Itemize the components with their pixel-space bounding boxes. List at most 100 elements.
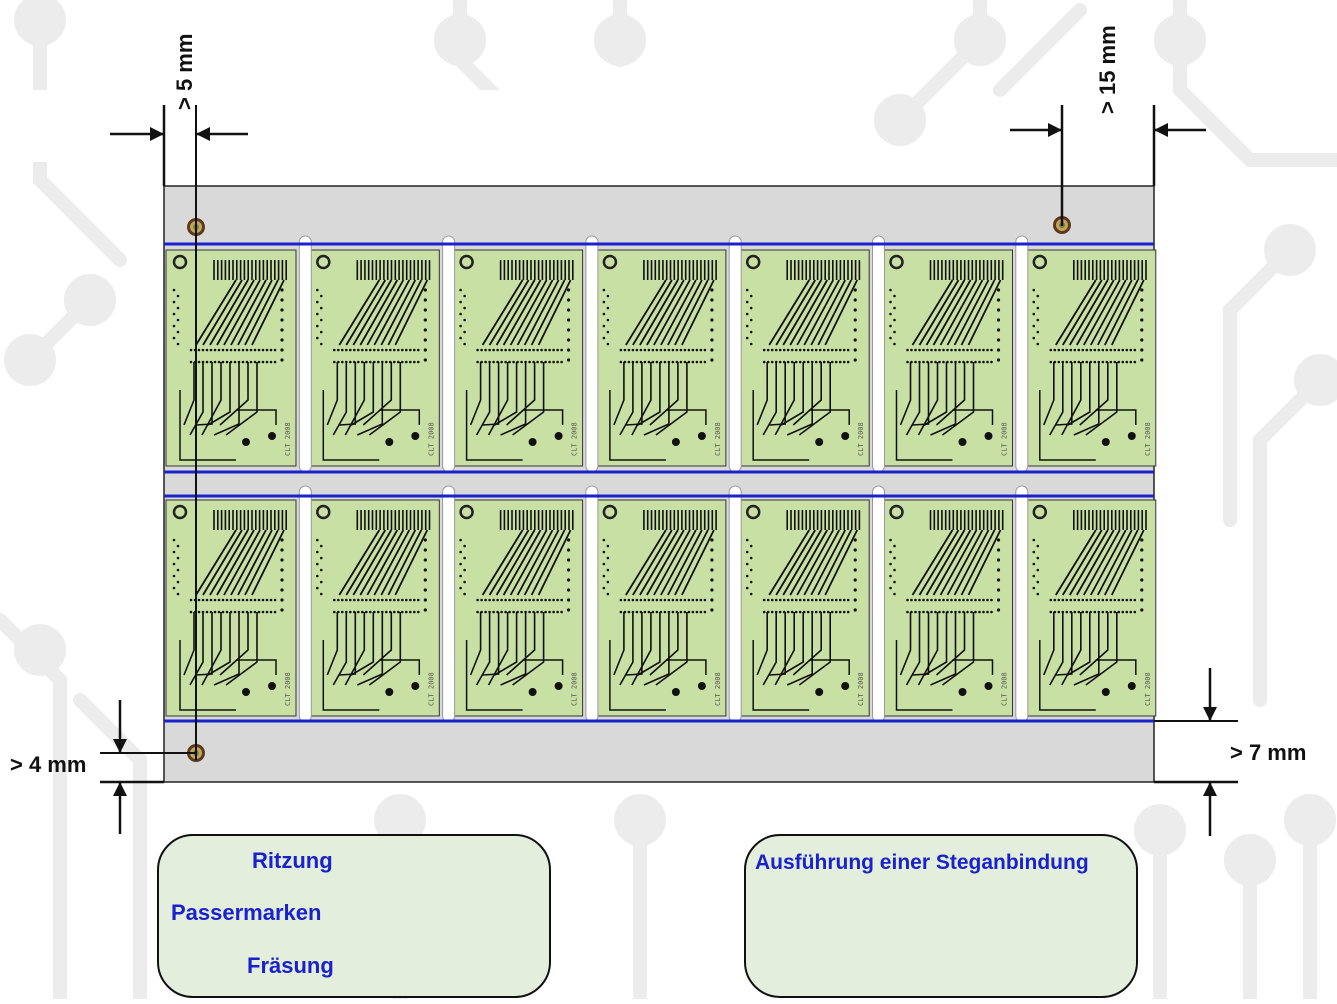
trace	[681, 279, 715, 346]
trace	[179, 640, 236, 711]
pin	[316, 300, 319, 304]
trace	[809, 409, 850, 425]
pin	[643, 348, 647, 352]
pcb-board: CLT 2008	[1025, 249, 1157, 467]
pin	[1032, 550, 1036, 554]
pin	[320, 342, 323, 346]
pin	[766, 348, 770, 352]
pin	[1125, 598, 1129, 602]
trace	[225, 362, 258, 436]
pin	[528, 348, 531, 352]
via	[268, 682, 276, 690]
trace	[809, 659, 850, 675]
pin	[341, 360, 344, 364]
trace	[494, 612, 518, 676]
pin	[1109, 598, 1113, 602]
via	[815, 688, 824, 696]
trace	[768, 279, 810, 346]
pin	[1073, 348, 1077, 352]
trace	[344, 612, 366, 686]
pin	[536, 360, 539, 364]
pin	[889, 562, 892, 566]
trace	[792, 612, 823, 676]
pin	[316, 336, 319, 340]
trace	[762, 362, 778, 436]
trace	[905, 612, 921, 686]
pin	[703, 348, 707, 352]
via	[242, 688, 250, 696]
pin	[1133, 598, 1137, 602]
legend-label-milling: Fräsung	[247, 953, 334, 978]
pin	[974, 598, 977, 602]
pin	[213, 348, 217, 352]
pin	[249, 598, 253, 602]
pin	[778, 598, 782, 602]
pcb-board: CLT 2008	[308, 249, 440, 467]
pin	[889, 312, 892, 316]
pin	[786, 610, 790, 614]
trace	[660, 279, 697, 346]
pin	[176, 294, 180, 298]
trace	[1079, 612, 1109, 676]
pin	[1081, 348, 1085, 352]
board-marking: CLT 2008	[284, 672, 292, 706]
pin	[986, 610, 989, 614]
pin	[345, 348, 348, 352]
pin	[710, 598, 714, 602]
trace	[1085, 362, 1118, 436]
arrowhead	[113, 739, 127, 753]
trace	[967, 529, 1002, 596]
pin	[996, 558, 1001, 562]
pin	[906, 360, 909, 364]
trace	[237, 529, 273, 596]
pin	[205, 598, 209, 602]
pin	[241, 610, 245, 614]
pin	[893, 580, 896, 584]
pin	[417, 610, 420, 614]
pin	[794, 360, 798, 364]
pin	[245, 348, 249, 352]
pin	[567, 548, 571, 552]
pin	[842, 348, 846, 352]
trace	[506, 362, 536, 426]
trace	[774, 362, 796, 436]
pin	[853, 358, 857, 362]
pin	[1129, 360, 1133, 364]
pin	[647, 348, 651, 352]
pin	[745, 336, 749, 340]
pin	[893, 342, 896, 346]
pin	[1073, 360, 1077, 364]
board-outline	[738, 249, 870, 467]
trace	[475, 362, 491, 436]
pin	[655, 360, 659, 364]
trace	[475, 612, 491, 686]
pin	[930, 348, 933, 352]
trace	[209, 279, 249, 346]
trace	[924, 362, 948, 426]
pin	[540, 360, 543, 364]
pin	[316, 538, 319, 542]
pin	[405, 598, 408, 602]
trace	[939, 529, 978, 596]
pin	[842, 360, 846, 364]
pin	[253, 348, 257, 352]
pin	[938, 348, 941, 352]
pin	[316, 562, 319, 566]
pin	[651, 598, 655, 602]
pin	[950, 610, 953, 614]
board-marking: CLT 2008	[427, 672, 435, 706]
trace	[899, 612, 912, 676]
pin	[982, 348, 985, 352]
pin	[602, 574, 606, 578]
pin	[508, 598, 511, 602]
pin	[822, 610, 826, 614]
pin	[810, 598, 814, 602]
pin	[423, 298, 427, 302]
pin	[818, 598, 822, 602]
pin	[635, 348, 639, 352]
pin	[930, 598, 933, 602]
pin	[778, 360, 782, 364]
pin	[176, 556, 180, 560]
pin	[373, 598, 376, 602]
via	[1127, 432, 1136, 440]
